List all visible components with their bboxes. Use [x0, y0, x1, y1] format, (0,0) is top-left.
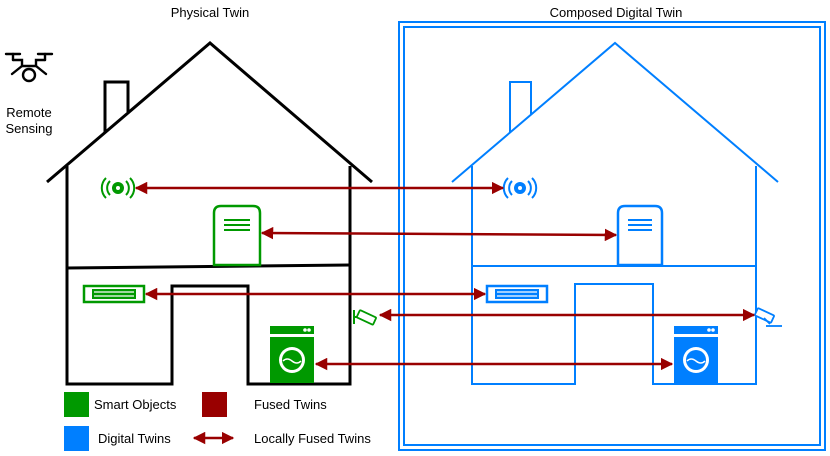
- legend-swatch-smart-objects: [64, 392, 89, 417]
- legend-label-fused-twins: Fused Twins: [254, 397, 327, 412]
- washing-machine-icon: [270, 326, 314, 383]
- wifi-sensor-icon: [100, 177, 136, 199]
- air-conditioner-icon: [82, 284, 146, 304]
- air-conditioner-icon: [485, 284, 549, 304]
- digital-twin-title: Composed Digital Twin: [550, 5, 683, 20]
- legend-swatch-digital-twins: [64, 426, 89, 451]
- security-camera-icon: [754, 307, 782, 327]
- legend-label-locally-fused: Locally Fused Twins: [254, 431, 371, 446]
- legend: Smart Objects Fused Twins Digital Twins …: [64, 392, 371, 451]
- security-camera-icon: [353, 309, 377, 326]
- legend-label-digital-twins: Digital Twins: [98, 431, 171, 446]
- remote-sensing-label-line2: Sensing: [6, 121, 53, 136]
- drone-icon: [4, 52, 54, 83]
- legend-label-smart-objects: Smart Objects: [94, 397, 177, 412]
- physical-twin-title: Physical Twin: [171, 5, 250, 20]
- fridge-icon: [616, 204, 664, 267]
- fused-twin-arrows: [134, 181, 756, 371]
- wifi-sensor-icon: [502, 177, 538, 199]
- fridge-icon: [212, 204, 262, 267]
- physical-house: [46, 41, 373, 386]
- digital-house: [451, 41, 779, 385]
- washing-machine-icon: [674, 326, 718, 383]
- fused-arrow-fridge: [260, 226, 618, 242]
- legend-swatch-fused-twins: [202, 392, 227, 417]
- remote-sensing-label-line1: Remote: [6, 105, 52, 120]
